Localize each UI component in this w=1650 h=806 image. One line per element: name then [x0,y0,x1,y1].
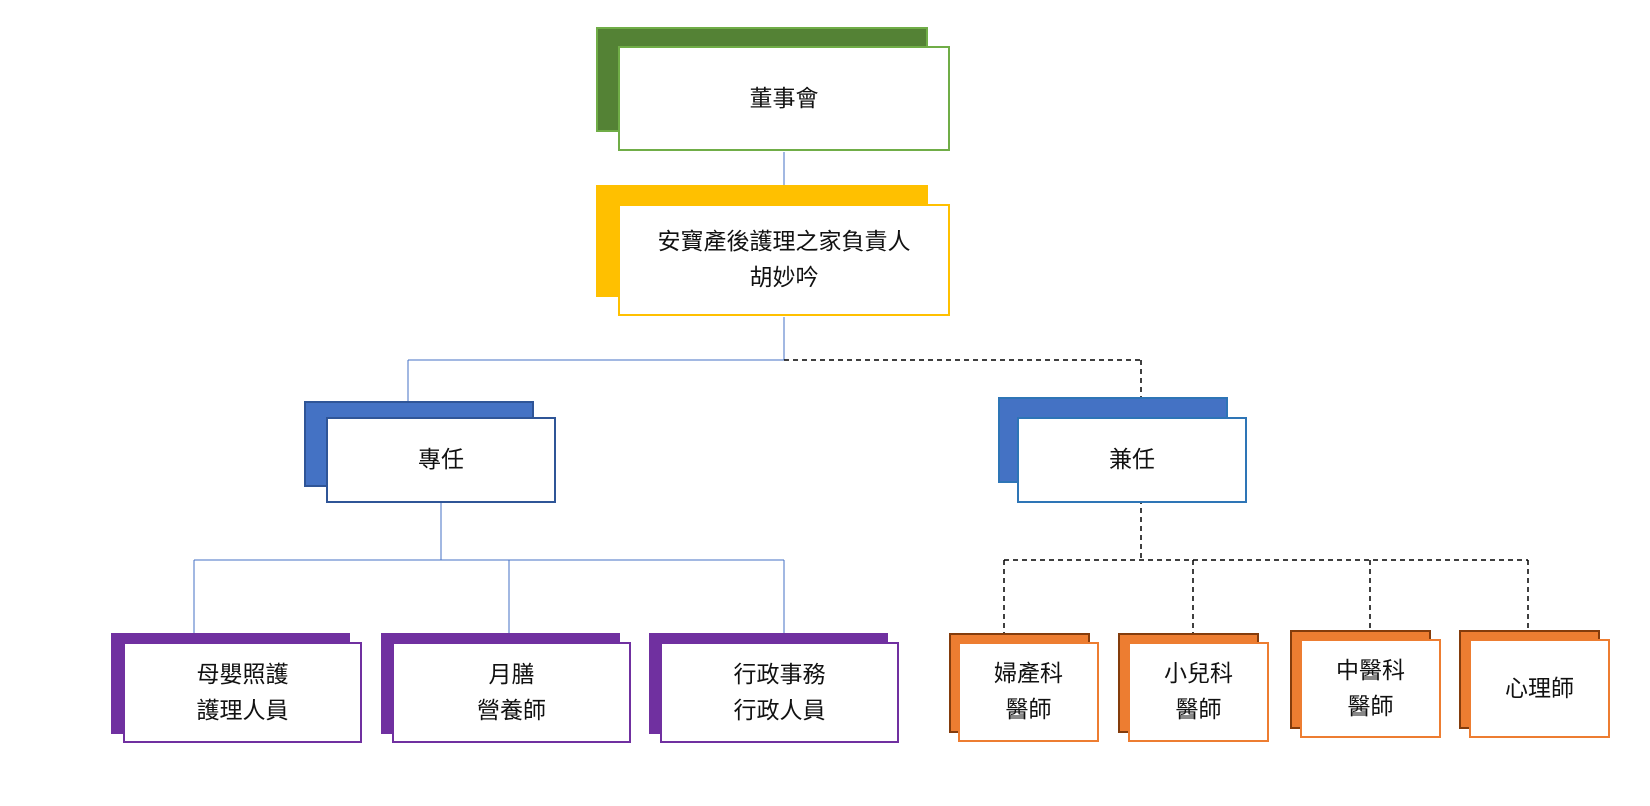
doctor-tcm-line-2: 醫師 [1347,693,1394,720]
doctor-psychology-box: 心理師 [1469,639,1610,738]
staff-admin-box: 行政事務 行政人員 [660,642,899,743]
fulltime-label: 專任 [418,447,464,473]
director-name: 胡妙吟 [749,265,819,291]
staff-nutrition-line-1: 月膳 [488,661,535,688]
doctor-obgyn-line-2: 醫師 [1005,697,1052,723]
staff-nursing-line-1: 母嬰照護 [196,661,289,688]
staff-nursing-line-2: 護理人員 [196,697,289,724]
board-box: 董事會 [618,46,950,151]
fulltime-box: 專任 [326,417,556,503]
board-label: 董事會 [749,85,819,112]
doctor-pediatrics-box: 小兒科 醫師 [1128,642,1269,742]
staff-nutrition-line-2: 營養師 [477,697,546,724]
doctor-tcm-box: 中醫科 醫師 [1300,639,1441,738]
director-box: 安寶產後護理之家負責人 胡妙吟 [618,204,950,316]
staff-admin-line-2: 行政人員 [733,697,826,724]
doctor-tcm-line-1: 中醫科 [1336,657,1405,684]
director-title: 安寶產後護理之家負責人 [657,229,911,255]
doctor-obgyn-box: 婦產科 醫師 [958,642,1099,742]
parttime-box: 兼任 [1017,417,1247,503]
doctor-pediatrics-line-2: 醫師 [1175,697,1222,723]
staff-admin-line-1: 行政事務 [733,661,826,688]
doctor-psychology-label: 心理師 [1505,675,1574,702]
doctor-pediatrics-line-1: 小兒科 [1164,661,1233,687]
parttime-label: 兼任 [1109,447,1155,473]
doctor-obgyn-line-1: 婦產科 [994,661,1063,687]
staff-nutrition-box: 月膳 營養師 [392,642,631,743]
staff-nursing-box: 母嬰照護 護理人員 [123,642,362,743]
